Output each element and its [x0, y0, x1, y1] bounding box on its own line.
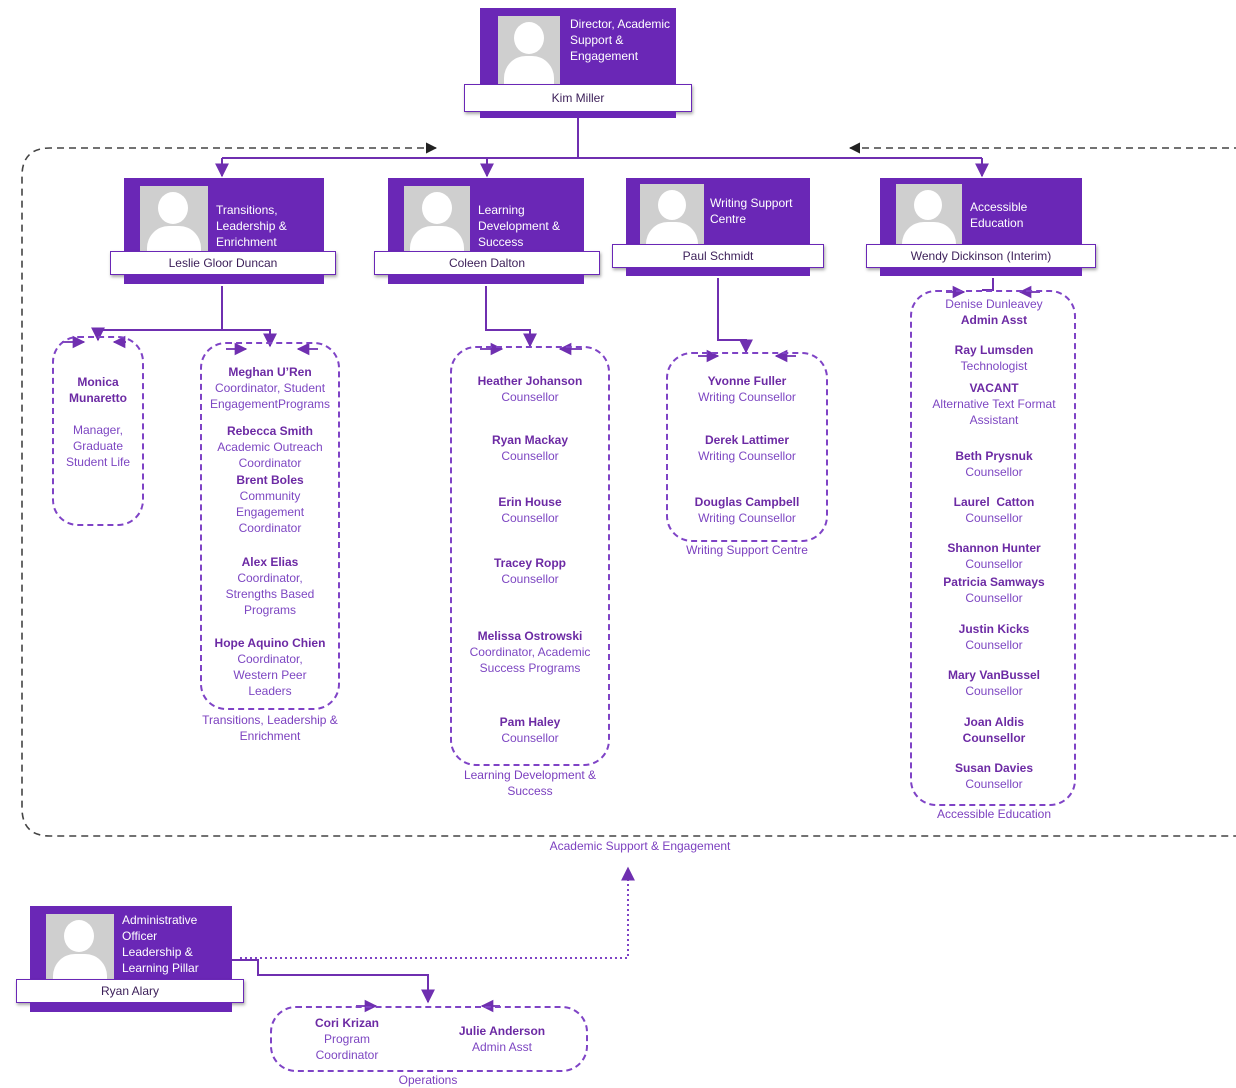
staff-lds-6: Pam Haley Counsellor	[499, 715, 561, 745]
admin-officer-card: Administrative Officer Leadership & Lear…	[16, 906, 246, 1016]
staff-lds-4: Tracey Ropp Counsellor	[493, 556, 567, 586]
unit-card-wsc: Writing Support Centre Paul Schmidt	[612, 178, 824, 280]
staff-tle-5: Hope Aquino Chien Coordinator, Western P…	[214, 636, 326, 698]
group-label-ase: Academic Support & Engagement	[549, 839, 731, 853]
staff-monica: Monica Munaretto Manager, Graduate Stude…	[65, 375, 131, 469]
unit-title: Accessible Education	[970, 200, 1028, 230]
admin-officer-title: Administrative Officer Leadership & Lear…	[122, 913, 199, 975]
staff-tle-3: Brent Boles Community Engagement Coordin…	[236, 473, 305, 535]
avatar-placeholder-icon	[640, 184, 704, 248]
group-box-ae	[910, 290, 1076, 806]
staff-ops-1: Cori Krizan Program Coordinator	[314, 1016, 379, 1062]
staff-tle-4: Alex Elias Coordinator, Strengths Based …	[225, 555, 315, 617]
avatar-placeholder-icon	[896, 184, 962, 248]
staff-ae-6: Patricia Samways Counsellor	[943, 575, 1045, 605]
group-label-wsc: Writing Support Centre	[686, 543, 808, 557]
staff-ae-denise: Denise Dunleavey Admin Asst	[945, 297, 1043, 327]
director-card: Director, Academic Support & Engagement …	[464, 8, 692, 118]
group-label-operations: Operations	[398, 1073, 458, 1087]
avatar-placeholder-icon	[404, 186, 470, 256]
unit-card-tle: Transitions, Leadership & Enrichment Les…	[108, 178, 336, 288]
staff-lds-1: Heather Johanson Counsellor	[477, 374, 583, 404]
staff-ae-10: Susan Davies Counsellor	[954, 761, 1034, 791]
staff-ae-9: Joan Aldis Counsellor	[962, 715, 1026, 745]
staff-lds-3: Erin House Counsellor	[498, 495, 562, 525]
unit-title: Learning Development & Success	[478, 203, 561, 249]
staff-ae-5: Shannon Hunter Counsellor	[947, 541, 1041, 571]
group-label-lds: Learning Development & Success	[463, 768, 597, 798]
staff-ae-1: Ray Lumsden Technologist	[954, 343, 1034, 373]
staff-tle-1: Meghan U’Ren Coordinator, Student Engage…	[209, 365, 331, 411]
avatar-placeholder-icon	[140, 186, 208, 256]
staff-lds-2: Ryan Mackay Counsellor	[491, 433, 569, 463]
staff-wsc-2: Derek Lattimer Writing Counsellor	[698, 433, 796, 463]
unit-head-name: Wendy Dickinson (Interim)	[866, 244, 1096, 268]
staff-tle-2: Rebecca Smith Academic Outreach Coordina…	[217, 424, 323, 470]
staff-ae-7: Justin Kicks Counsellor	[958, 622, 1030, 652]
group-box-wsc	[666, 352, 828, 542]
staff-ops-2: Julie Anderson Admin Asst	[458, 1024, 546, 1054]
unit-title: Writing Support Centre	[710, 196, 793, 226]
unit-head-name: Paul Schmidt	[612, 244, 824, 268]
avatar-placeholder-icon	[498, 16, 560, 92]
unit-card-lds: Learning Development & Success Coleen Da…	[372, 178, 600, 288]
group-box-operations	[270, 1006, 588, 1072]
group-label-ae: Accessible Education	[936, 807, 1052, 821]
staff-ae-8: Mary VanBussel Counsellor	[947, 668, 1041, 698]
unit-title: Transitions, Leadership & Enrichment	[216, 203, 287, 249]
admin-officer-name: Ryan Alary	[16, 979, 244, 1003]
staff-ae-4: Laurel Catton Counsellor	[953, 495, 1035, 525]
staff-ae-2: VACANT Alternative Text Format Assistant	[932, 381, 1056, 427]
staff-ae-3: Beth Prysnuk Counsellor	[955, 449, 1033, 479]
group-box-tle	[200, 342, 340, 710]
director-footer	[480, 111, 676, 118]
ase-container-outline	[21, 142, 1236, 837]
unit-head-name: Leslie Gloor Duncan	[110, 251, 336, 275]
group-box-monica	[52, 336, 144, 526]
unit-head-name: Coleen Dalton	[374, 251, 600, 275]
director-name: Kim Miller	[464, 84, 692, 112]
director-title: Director, Academic Support & Engagement	[570, 17, 671, 63]
group-box-lds	[450, 346, 610, 766]
group-label-tle: Transitions, Leadership & Enrichment	[202, 713, 338, 743]
unit-card-ae: Accessible Education Wendy Dickinson (In…	[866, 178, 1096, 280]
staff-lds-5: Melissa Ostrowski Coordinator, Academic …	[469, 629, 591, 675]
avatar-placeholder-icon	[46, 914, 114, 984]
staff-wsc-3: Douglas Campbell Writing Counsellor	[694, 495, 800, 525]
staff-wsc-1: Yvonne Fuller Writing Counsellor	[698, 374, 796, 404]
